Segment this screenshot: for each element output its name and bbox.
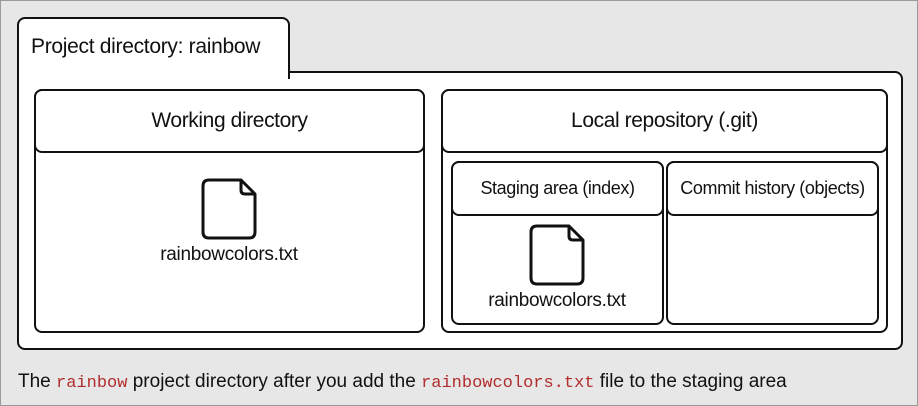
local-repository-header: Local repository (.git)	[441, 89, 888, 153]
caption-text-3: file to the staging area	[594, 371, 787, 392]
project-directory-tab: Project directory: rainbow	[17, 17, 290, 79]
file-icon	[529, 224, 585, 286]
file-icon	[201, 178, 257, 240]
staging-area-header: Staging area (index)	[451, 161, 664, 216]
staging-area-title: Staging area (index)	[480, 178, 635, 198]
working-directory-file: rainbowcolors.txt	[149, 178, 309, 266]
caption-code-rainbow: rainbow	[56, 374, 128, 393]
staging-file-name: rainbowcolors.txt	[488, 290, 626, 311]
caption-code-filename: rainbowcolors.txt	[421, 374, 595, 393]
working-file-name: rainbowcolors.txt	[160, 244, 298, 265]
staging-area-file: rainbowcolors.txt	[477, 224, 637, 312]
caption-text-1: The	[18, 371, 57, 392]
project-directory-label: Project directory: rainbow	[31, 35, 261, 58]
caption-text-2: project directory after you add the	[127, 371, 422, 392]
local-repository-title: Local repository (.git)	[571, 109, 758, 132]
working-directory-header: Working directory	[34, 89, 425, 153]
commit-history-header: Commit history (objects)	[666, 161, 879, 216]
figure-caption: The rainbow project directory after you …	[18, 371, 787, 393]
commit-history-title: Commit history (objects)	[680, 178, 865, 198]
working-directory-title: Working directory	[151, 109, 308, 132]
